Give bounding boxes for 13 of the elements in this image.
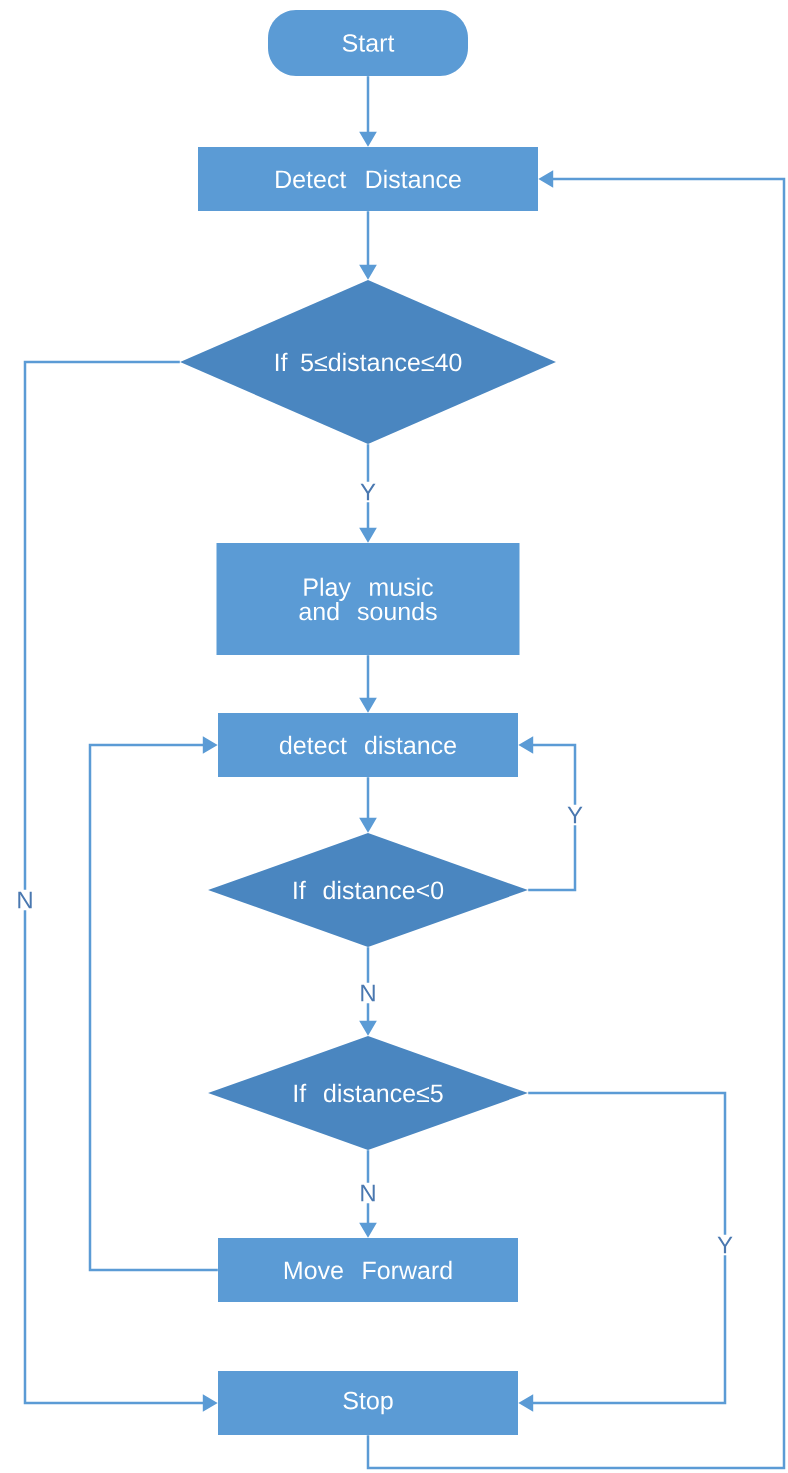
edge-label: Y xyxy=(715,1234,735,1256)
edge-label: Y xyxy=(358,481,378,503)
process-box: detect distance xyxy=(218,713,518,777)
edge-label: N xyxy=(357,1182,379,1204)
terminal-box: Start xyxy=(268,10,468,76)
edge-label: N xyxy=(357,982,379,1004)
process-box: Move Forward xyxy=(218,1238,518,1302)
process-box: Play music and sounds xyxy=(216,543,520,655)
arrow xyxy=(88,736,218,1272)
process-box: Detect Distance xyxy=(198,147,538,211)
edge-label: N xyxy=(14,889,36,911)
process-box: Stop xyxy=(218,1371,518,1435)
edge-label: Y xyxy=(565,804,585,826)
